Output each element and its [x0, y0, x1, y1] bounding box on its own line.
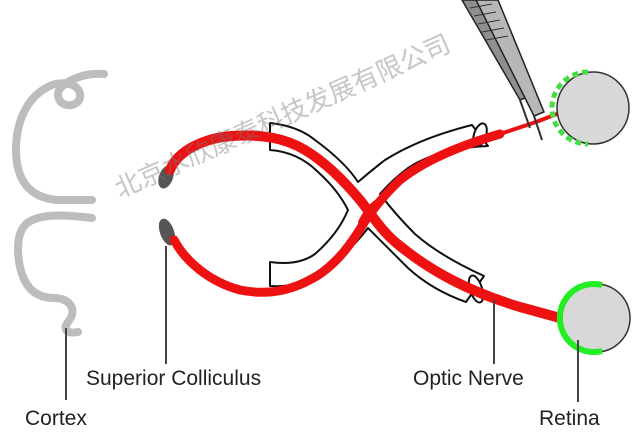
superior-colliculus-label: Superior Colliculus — [86, 367, 262, 390]
eye-icon — [549, 69, 630, 147]
cortex-label: Cortex — [25, 407, 87, 430]
eye-lower — [556, 281, 631, 355]
leader-lines — [65, 246, 579, 402]
optic-nerve-label: Optic Nerve — [413, 367, 524, 390]
retina-dashed-arc — [549, 69, 589, 147]
forceps-icon — [461, 0, 545, 141]
retina-label: Retina — [539, 407, 600, 430]
eye-upper — [556, 71, 630, 145]
cortex-shape — [12, 69, 108, 337]
retina-arc — [556, 281, 603, 355]
